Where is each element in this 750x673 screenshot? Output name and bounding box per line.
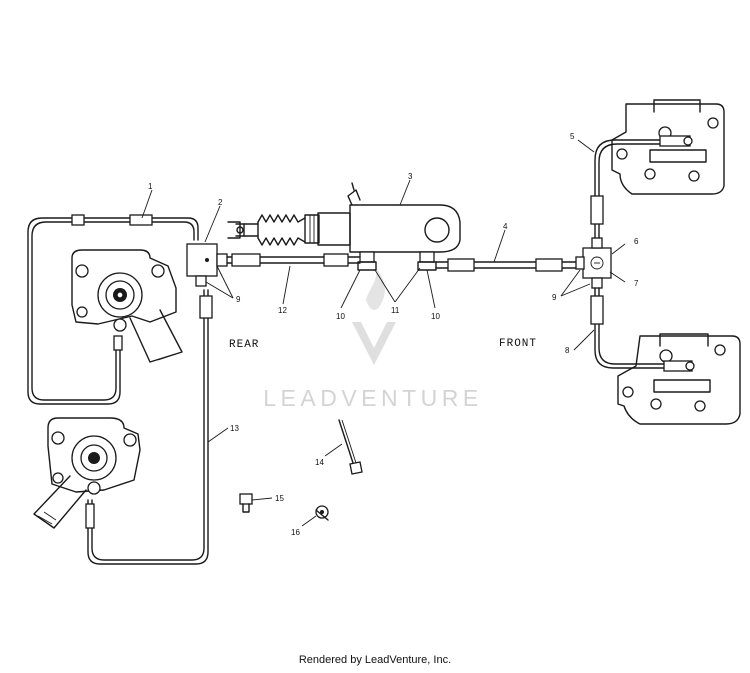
front-brake-line-upper bbox=[590, 139, 661, 239]
part-number-9-rear: 9 bbox=[236, 295, 241, 304]
front-caliper-upper bbox=[611, 99, 725, 195]
part-number-8: 8 bbox=[565, 346, 570, 355]
part-number-5: 5 bbox=[570, 132, 575, 141]
footer-credit: Rendered by LeadVenture, Inc. bbox=[298, 654, 452, 666]
rear-tee-fitting bbox=[186, 243, 228, 287]
part-number-10-left: 10 bbox=[336, 312, 345, 321]
front-caliper-lower bbox=[617, 333, 741, 425]
master-cylinder bbox=[227, 182, 461, 271]
leadventure-logo-mark bbox=[352, 268, 396, 365]
cable-tie-part-14 bbox=[338, 419, 363, 475]
watermark-text: LEADVENTURE bbox=[263, 385, 482, 411]
rear-label: REAR bbox=[229, 339, 259, 351]
part-number-15: 15 bbox=[275, 494, 284, 503]
part-number-9-front: 9 bbox=[552, 293, 557, 302]
part-number-14: 14 bbox=[315, 458, 324, 467]
part-number-4: 4 bbox=[503, 222, 508, 231]
part-number-7: 7 bbox=[634, 279, 639, 288]
rear-brake-line-lower bbox=[85, 289, 213, 565]
part-number-12: 12 bbox=[278, 306, 287, 315]
leader-lines bbox=[141, 139, 626, 527]
front-tee-fitting bbox=[575, 237, 612, 289]
part-number-2: 2 bbox=[218, 198, 223, 207]
clip-part-15 bbox=[239, 493, 253, 513]
part-number-16: 16 bbox=[291, 528, 300, 537]
part-number-6: 6 bbox=[634, 237, 639, 246]
part-number-labels: 1 2 3 4 5 6 7 8 9 9 10 10 11 12 13 14 15… bbox=[148, 132, 639, 537]
part-number-13: 13 bbox=[230, 424, 239, 433]
part-number-11: 11 bbox=[391, 306, 400, 315]
rear-caliper-lower bbox=[33, 417, 141, 529]
front-label: FRONT bbox=[499, 338, 537, 350]
rear-brake-hose-12 bbox=[226, 253, 361, 267]
rear-brake-line-upper bbox=[27, 214, 199, 405]
part-number-1: 1 bbox=[148, 182, 153, 191]
part-number-3: 3 bbox=[408, 172, 413, 181]
front-brake-hose-4 bbox=[435, 258, 579, 272]
leadventure-watermark: LEADVENTURE bbox=[263, 268, 482, 411]
clamp-part-16 bbox=[315, 505, 329, 521]
part-number-10-right: 10 bbox=[431, 312, 440, 321]
rear-caliper-upper bbox=[71, 249, 183, 363]
front-brake-line-lower bbox=[590, 287, 691, 369]
